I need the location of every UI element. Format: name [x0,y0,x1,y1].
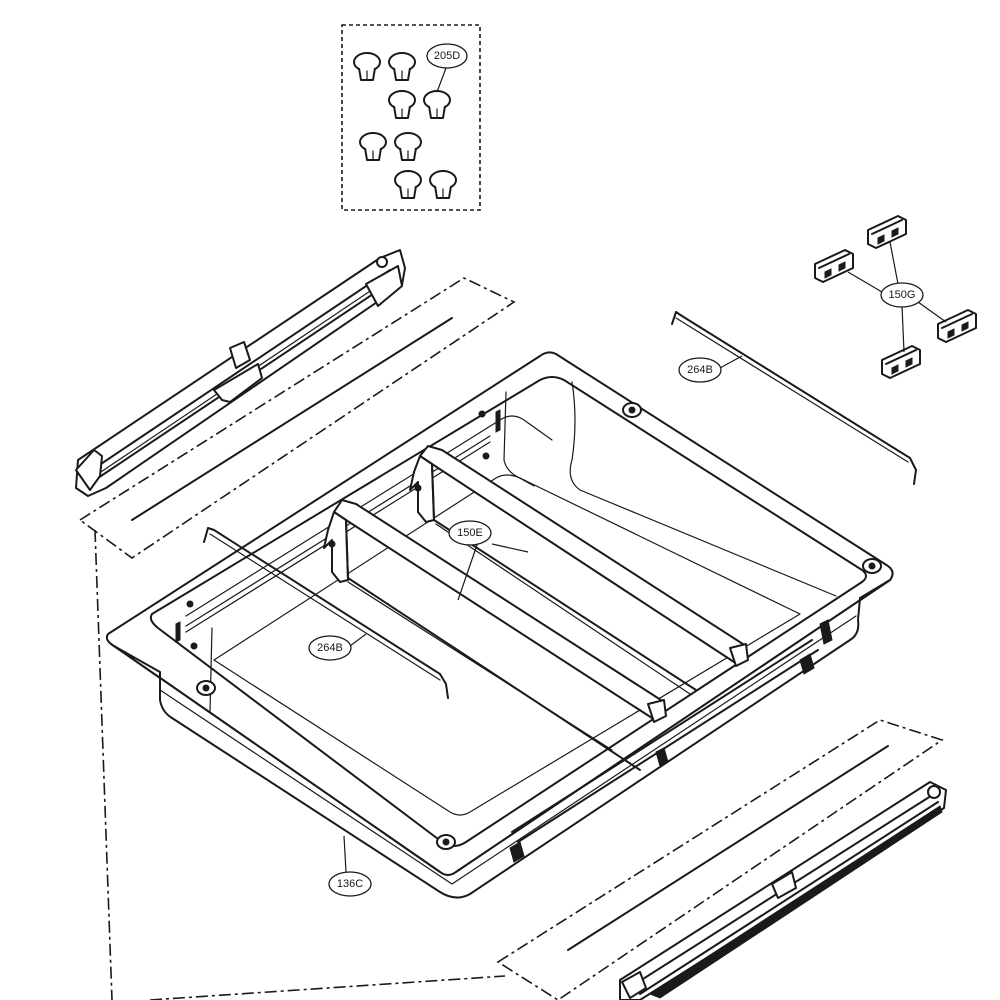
bracket-part [867,215,907,249]
bracket-leader [901,305,905,353]
callout-150g: 150G [880,282,924,308]
bracket-leader [917,301,947,323]
left-extension-line [94,529,113,1000]
tray-floor [213,474,801,816]
bracket-set: 150G [814,215,977,379]
tray-corner-boss [862,558,882,574]
right-wire-rod: 264B [671,311,917,485]
clip-set [353,52,457,199]
clip-part [353,52,381,81]
tray-corner-boss [196,680,216,696]
bracket-part [814,249,854,283]
clip-part [394,132,422,161]
callout-150e: 150E [448,520,492,546]
tray-corner-boss [436,834,456,850]
callout-205d: 205D [426,43,468,69]
clip-kit-dashed-box [341,24,481,211]
bracket-part [881,345,921,379]
callout-205d-label: 205D [434,50,460,62]
tray-corner-boss [622,402,642,418]
front-rail-dashed-outline [496,719,944,1000]
tray-skirt [113,579,891,899]
divider-front [323,499,667,771]
clip-leader [436,67,447,93]
divider-leader [457,541,479,601]
callout-264b-right: 264B [678,357,722,383]
callout-264b-left-label: 264B [317,642,343,654]
clip-part [388,52,416,81]
right-slide-rail [619,781,947,1000]
clip-part [394,170,422,199]
front-rail-rod [567,745,889,951]
callout-150e-label: 150E [457,527,483,539]
left-rail-dashed-outline [78,277,516,559]
bracket-leader [847,271,883,293]
tray: 136C [105,351,894,899]
callout-150g-label: 150G [889,289,916,301]
clip-part [359,132,387,161]
rod-left-leader [349,633,367,647]
rod-right-leader [719,355,743,369]
left-rail-rod [131,317,453,521]
bracket-leader [889,241,899,285]
divider-leader [491,543,529,553]
clip-part [429,170,457,199]
callout-264b-left: 264B [308,635,352,661]
clip-part [388,90,416,119]
bottom-extension-line [149,975,506,1000]
clip-kit-group: 205D [341,24,481,211]
tray-leader [343,835,347,873]
callout-136c-label: 136C [337,878,363,890]
callout-136c: 136C [328,871,372,897]
left-wire-rod: 264B [203,527,449,699]
left-slide-rail [75,249,406,497]
clip-part [423,90,451,119]
callout-264b-right-label: 264B [687,364,713,376]
bracket-part [937,309,977,343]
divider-back [409,445,749,695]
